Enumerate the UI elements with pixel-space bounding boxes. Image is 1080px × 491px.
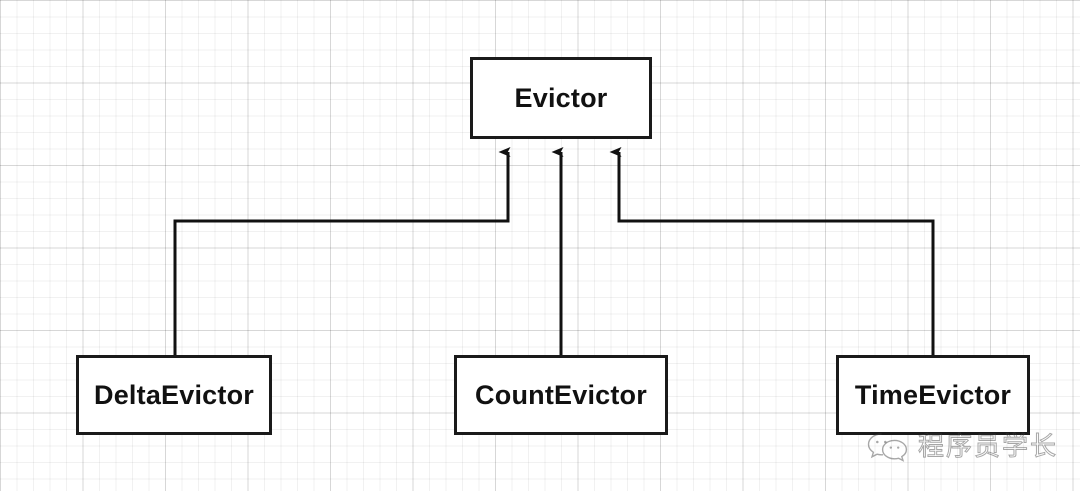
class-node-timeevictor[interactable]: TimeEvictor	[836, 355, 1030, 435]
edge-time-to-evictor	[609, 147, 935, 355]
class-node-label: CountEvictor	[475, 379, 647, 410]
class-node-label: Evictor	[514, 82, 608, 113]
class-node-countevictor[interactable]: CountEvictor	[454, 355, 668, 435]
class-node-evictor[interactable]: Evictor	[470, 57, 652, 139]
edge-delta-to-evictor	[173, 147, 511, 355]
class-node-label: DeltaEvictor	[94, 379, 254, 410]
class-node-deltaevictor[interactable]: DeltaEvictor	[76, 355, 272, 435]
class-node-label: TimeEvictor	[854, 379, 1012, 410]
